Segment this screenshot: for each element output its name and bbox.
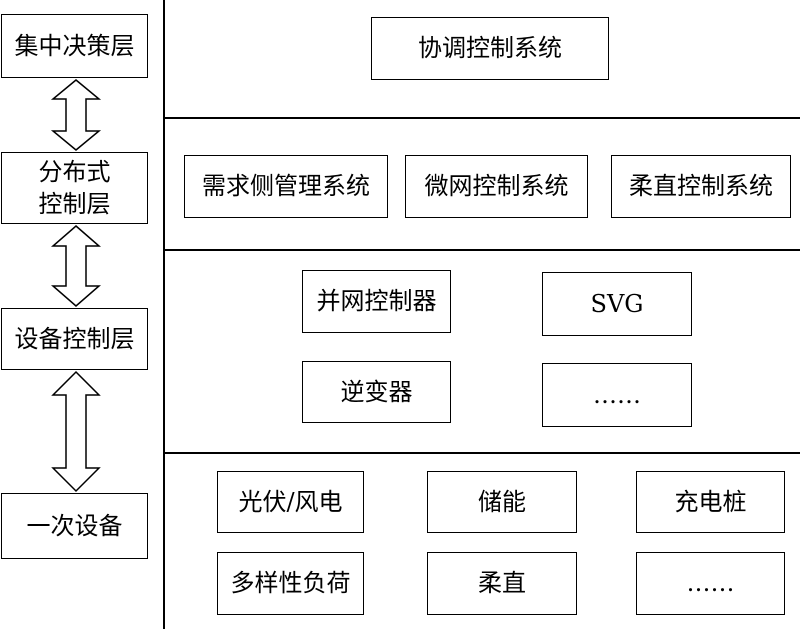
inverter: 逆变器 — [302, 361, 451, 423]
diverse-loads: 多样性负荷 — [217, 552, 364, 615]
charging-pile: 充电桩 — [636, 471, 785, 533]
primary-ellipsis: …… — [636, 552, 785, 615]
double-arrow-1 — [50, 79, 102, 151]
flexible-dc-control-system: 柔直控制系统 — [611, 155, 791, 218]
energy-storage: 储能 — [427, 471, 577, 533]
pv-wind: 光伏/风电 — [217, 471, 364, 533]
flexible-dc: 柔直 — [427, 552, 577, 615]
divider-3 — [163, 452, 800, 454]
divider-1 — [163, 117, 800, 119]
coordination-control-system: 协调控制系统 — [371, 17, 609, 80]
grid-tie-controller: 并网控制器 — [302, 270, 451, 333]
device-control-ellipsis: …… — [542, 363, 692, 427]
microgrid-control-system: 微网控制系统 — [405, 155, 588, 218]
double-arrow-2 — [50, 225, 102, 307]
svg-device: SVG — [542, 272, 692, 336]
layer-primary-equipment: 一次设备 — [1, 493, 148, 559]
double-arrow-3 — [51, 370, 101, 493]
layer-device-control: 设备控制层 — [1, 308, 148, 370]
vertical-divider — [163, 0, 165, 629]
demand-side-management-system: 需求侧管理系统 — [184, 155, 388, 218]
layer-centralized-decision: 集中决策层 — [1, 14, 148, 78]
layer-distributed-control: 分布式 控制层 — [1, 152, 148, 224]
divider-2 — [163, 249, 800, 251]
